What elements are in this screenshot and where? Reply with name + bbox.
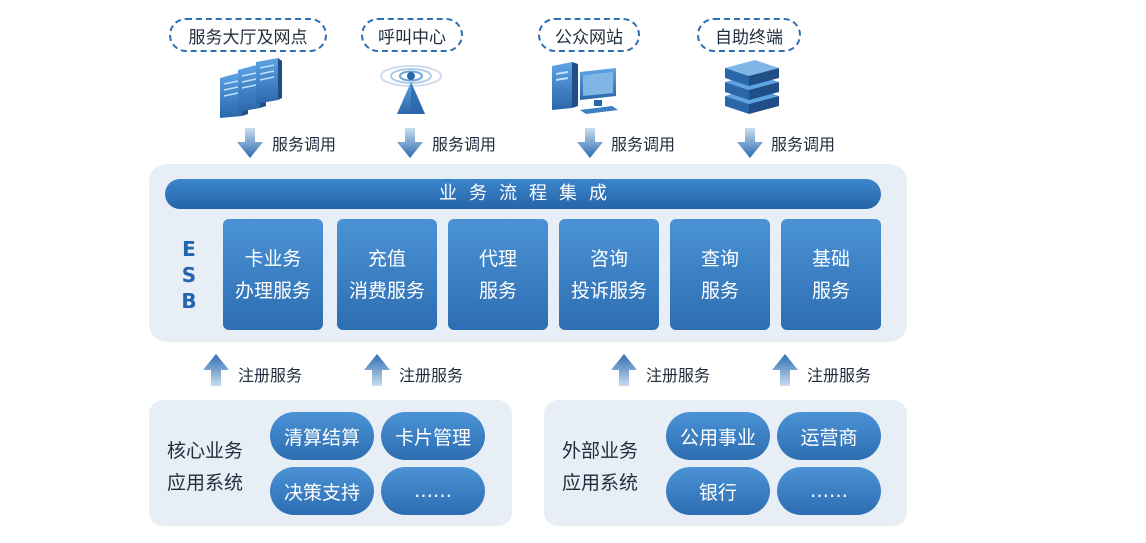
register-arrow-icon bbox=[772, 354, 798, 386]
business-process-integration-bar: 业务流程集成 bbox=[165, 179, 881, 209]
core-title-line-2: 应用系统 bbox=[167, 472, 244, 494]
signal-tower-icon bbox=[380, 65, 442, 114]
register-service-label: 注册服务 bbox=[238, 366, 303, 385]
esb-letter: S bbox=[181, 263, 197, 287]
external-business-panel: 外部业务 应用系统 公用事业 运营商 银行 …… bbox=[544, 400, 907, 526]
external-business-title: 外部业务 应用系统 bbox=[562, 435, 638, 499]
service-recharge-consumption: 充值 消费服务 bbox=[337, 219, 437, 330]
service-line-2: 服务 bbox=[700, 279, 739, 302]
service-call-arrow-icon bbox=[397, 128, 423, 158]
register-service-label: 注册服务 bbox=[646, 366, 711, 385]
service-line-2: 服务 bbox=[478, 279, 517, 302]
channel-public-website: 公众网站 bbox=[538, 18, 640, 52]
service-line-1: 充值 bbox=[367, 247, 406, 270]
service-call-label: 服务调用 bbox=[432, 135, 497, 154]
esb-panel: 业务流程集成 E S B 卡业务 办理服务 充值 消费服务 代理 服务 咨询 投… bbox=[149, 164, 907, 342]
channel-self-service-terminal: 自助终端 bbox=[697, 18, 801, 52]
service-line-2: 服务 bbox=[811, 279, 850, 302]
channel-service-hall: 服务大厅及网点 bbox=[169, 18, 327, 52]
core-item-decision-support: 决策支持 bbox=[270, 467, 374, 515]
core-title-line-1: 核心业务 bbox=[167, 440, 244, 462]
external-item-more: …… bbox=[777, 467, 881, 515]
esb-label: E S B bbox=[179, 236, 199, 314]
service-consult-complaint: 咨询 投诉服务 bbox=[559, 219, 659, 330]
service-agency: 代理 服务 bbox=[448, 219, 548, 330]
service-line-1: 查询 bbox=[700, 247, 739, 270]
register-service-label: 注册服务 bbox=[807, 366, 872, 385]
service-card-business: 卡业务 办理服务 bbox=[223, 219, 323, 330]
service-call-label: 服务调用 bbox=[771, 135, 836, 154]
register-arrow-icon bbox=[203, 354, 229, 386]
external-item-utilities: 公用事业 bbox=[666, 412, 770, 460]
core-item-card-management: 卡片管理 bbox=[381, 412, 485, 460]
esb-letter: E bbox=[182, 237, 196, 261]
external-item-carrier: 运营商 bbox=[777, 412, 881, 460]
service-line-1: 卡业务 bbox=[244, 247, 302, 270]
core-business-title: 核心业务 应用系统 bbox=[167, 435, 243, 499]
service-line-1: 咨询 bbox=[589, 247, 628, 270]
core-item-clearing: 清算结算 bbox=[270, 412, 374, 460]
service-line-1: 代理 bbox=[478, 247, 517, 270]
service-line-1: 基础 bbox=[811, 247, 850, 270]
register-arrow-icon bbox=[364, 354, 390, 386]
service-call-arrow-icon bbox=[237, 128, 263, 158]
service-line-2: 投诉服务 bbox=[570, 279, 647, 302]
core-item-more: …… bbox=[381, 467, 485, 515]
external-title-line-1: 外部业务 bbox=[562, 440, 639, 462]
service-basic: 基础 服务 bbox=[781, 219, 881, 330]
server-rack-icon bbox=[220, 58, 282, 118]
service-line-2: 办理服务 bbox=[234, 279, 311, 302]
service-call-arrow-icon bbox=[737, 128, 763, 158]
channel-call-center: 呼叫中心 bbox=[361, 18, 463, 52]
register-arrow-icon bbox=[611, 354, 637, 386]
service-call-label: 服务调用 bbox=[272, 135, 337, 154]
terminal-stack-icon bbox=[725, 60, 779, 114]
service-call-label: 服务调用 bbox=[611, 135, 676, 154]
desktop-computer-icon bbox=[552, 62, 618, 114]
register-service-label: 注册服务 bbox=[399, 366, 464, 385]
external-title-line-2: 应用系统 bbox=[562, 472, 639, 494]
service-query: 查询 服务 bbox=[670, 219, 770, 330]
service-call-arrow-icon bbox=[577, 128, 603, 158]
esb-letter: B bbox=[181, 289, 197, 313]
external-item-bank: 银行 bbox=[666, 467, 770, 515]
service-line-2: 消费服务 bbox=[348, 279, 425, 302]
core-business-panel: 核心业务 应用系统 清算结算 卡片管理 决策支持 …… bbox=[149, 400, 512, 526]
